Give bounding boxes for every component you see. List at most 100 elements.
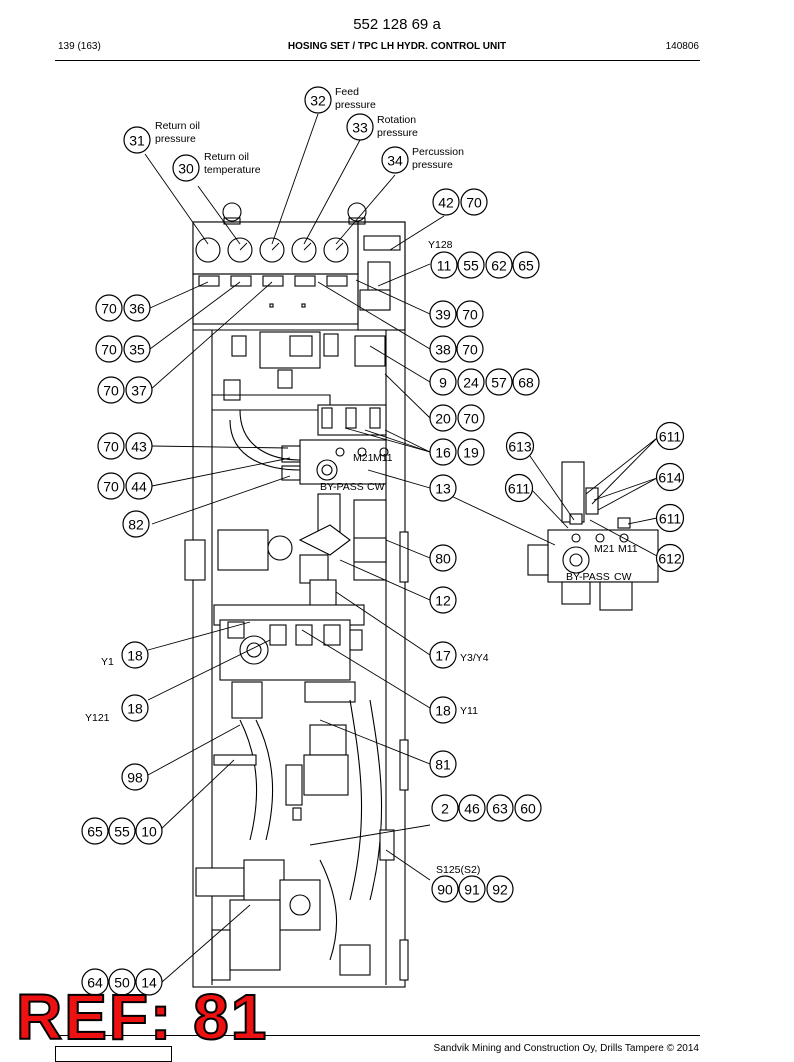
item-balloon-b55b: 55: [108, 817, 136, 845]
balloon-number: 46: [464, 801, 480, 817]
item-balloon-b612: 612: [655, 543, 685, 573]
item-balloon-b39: 39: [429, 300, 457, 328]
label-y3-y4: Y3/Y4: [460, 652, 489, 664]
balloon-number: 70: [103, 479, 119, 495]
balloon-circle: [655, 421, 685, 451]
balloon-number: 70: [466, 195, 482, 211]
balloon-number: 57: [491, 375, 507, 391]
balloon-number: 38: [435, 342, 451, 358]
balloon-number: 81: [435, 757, 451, 773]
item-balloon-b18b: 18: [121, 694, 149, 722]
balloon-number: 55: [114, 824, 130, 840]
item-balloon-b30: 30: [172, 154, 200, 182]
balloon-number: 63: [492, 801, 508, 817]
item-balloon-b613: 613: [505, 431, 535, 461]
balloon-circle: [485, 251, 513, 279]
balloon-number: 32: [310, 93, 326, 109]
item-balloon-b33: 33: [346, 113, 374, 141]
balloon-circle: [457, 404, 485, 432]
balloon-number: 42: [438, 195, 454, 211]
balloon-number: 31: [129, 133, 145, 149]
item-balloon-b611a: 611: [504, 473, 534, 503]
label-return-oil-pressure-2: pressure: [155, 133, 196, 145]
item-balloon-b37: 37: [125, 376, 153, 404]
balloon-circle: [655, 503, 685, 533]
item-balloon-b68: 68: [512, 368, 540, 396]
balloon-number: 612: [658, 551, 682, 567]
item-balloon-b62: 62: [485, 251, 513, 279]
item-balloon-b46: 46: [458, 794, 486, 822]
svg-text:M21: M21: [353, 452, 374, 464]
item-balloon-b70c: 70: [456, 300, 484, 328]
balloon-number: 9: [439, 375, 447, 391]
label-y11: Y11: [460, 705, 478, 717]
item-balloon-b55a: 55: [457, 251, 485, 279]
item-balloon-b611b: 611: [655, 421, 685, 451]
item-balloon-b80: 80: [429, 544, 457, 572]
balloon-circle: [121, 763, 149, 791]
balloon-circle: [135, 968, 163, 996]
item-balloon-b32: 32: [304, 86, 332, 114]
label-percussion-pressure-2: pressure: [412, 159, 453, 171]
balloon-circle: [429, 474, 457, 502]
item-balloon-b60: 60: [514, 794, 542, 822]
balloon-circle: [429, 300, 457, 328]
item-balloon-b35: 35: [123, 335, 151, 363]
balloon-number: 20: [435, 411, 451, 427]
balloon-circle: [97, 432, 125, 460]
component-labels: Feed pressure Rotation pressure Percussi…: [85, 86, 489, 876]
balloon-circle: [431, 794, 459, 822]
item-balloon-b57: 57: [485, 368, 513, 396]
balloon-circle: [81, 968, 109, 996]
label-feed-pressure-1: Feed: [335, 86, 359, 98]
balloon-circle: [485, 368, 513, 396]
balloon-circle: [486, 875, 514, 903]
balloon-number: 70: [101, 301, 117, 317]
balloon-circle: [346, 113, 374, 141]
balloon-circle: [458, 875, 486, 903]
balloon-number: 16: [435, 445, 451, 461]
label-rotation-pressure-2: pressure: [377, 127, 418, 139]
item-balloon-b16: 16: [429, 438, 457, 466]
balloon-circle: [512, 251, 540, 279]
balloon-number: 82: [128, 517, 144, 533]
page-number: 139 (163): [58, 41, 101, 52]
item-balloon-b36: 36: [123, 294, 151, 322]
date-code: 140806: [665, 41, 699, 52]
svg-text:M11: M11: [373, 452, 393, 464]
balloon-number: 65: [87, 824, 103, 840]
balloon-circle: [381, 146, 409, 174]
balloon-circle: [95, 335, 123, 363]
balloon-number: 35: [129, 342, 145, 358]
svg-text:CW: CW: [367, 481, 385, 493]
balloon-circle: [456, 335, 484, 363]
item-balloon-b70b: 70: [95, 294, 123, 322]
balloon-number: 10: [141, 824, 157, 840]
balloon-circle: [486, 794, 514, 822]
balloon-number: 70: [462, 307, 478, 323]
svg-text:M21: M21: [594, 543, 615, 555]
item-balloon-b2: 2: [431, 794, 459, 822]
balloon-number: 18: [127, 701, 143, 717]
balloon-number: 39: [435, 307, 451, 323]
balloon-circle: [429, 696, 457, 724]
item-balloon-b14: 14: [135, 968, 163, 996]
label-y128: Y128: [428, 239, 453, 251]
balloon-number: 62: [491, 258, 507, 274]
balloon-number: 12: [435, 593, 451, 609]
valve-block-detail: M21 M11 BY-PASS CW: [527, 461, 659, 611]
balloon-circle: [429, 586, 457, 614]
balloon-circle: [457, 251, 485, 279]
balloon-number: 17: [435, 648, 451, 664]
item-balloon-b70e: 70: [456, 335, 484, 363]
item-balloon-b91: 91: [458, 875, 486, 903]
item-balloon-b90: 90: [431, 875, 459, 903]
leader-lines: [144, 113, 658, 983]
balloon-number: 13: [435, 481, 451, 497]
balloon-number: 70: [463, 411, 479, 427]
balloon-circle: [108, 817, 136, 845]
balloon-number: 44: [131, 479, 147, 495]
balloon-number: 18: [435, 703, 451, 719]
balloon-circle: [123, 335, 151, 363]
